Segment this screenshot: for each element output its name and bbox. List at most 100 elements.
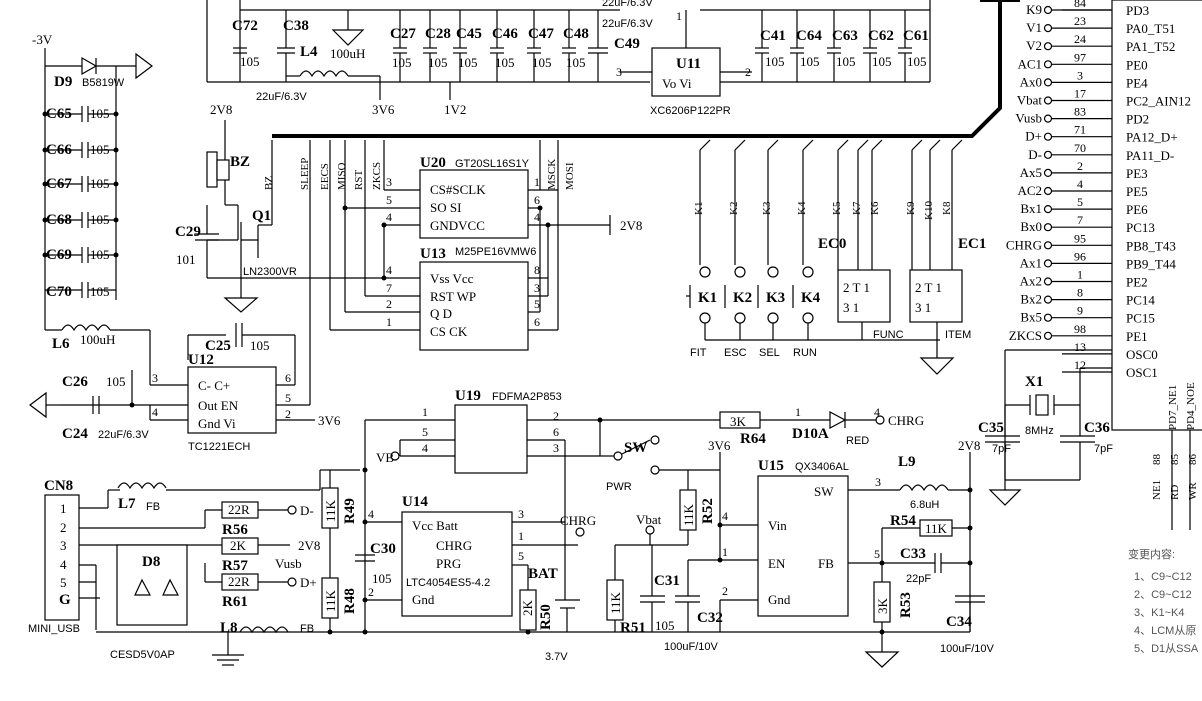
key-esc-label: ESC (724, 347, 747, 359)
key-switches (686, 266, 940, 341)
u12-pin3: 3 (152, 371, 158, 385)
cap-c47: C47 (528, 26, 554, 42)
key-run-label: RUN (793, 347, 817, 359)
cap-c28: C28 (425, 26, 451, 42)
left-region (29, 48, 188, 419)
net-k7: K7 (851, 201, 863, 215)
mcu-pd4: PD4_NOE (1185, 382, 1197, 430)
u14-part: LTC4054ES5-4.2 (406, 577, 490, 589)
mcu-signal-name: PE5 (1126, 184, 1148, 199)
net-k6: K6 (869, 201, 881, 215)
l6-ref: L6 (52, 336, 70, 352)
cap-c41: C41 (760, 28, 786, 44)
u13-row4: CS CK (430, 324, 468, 339)
cap-c63: C63 (832, 28, 858, 44)
l9-ref: L9 (898, 454, 916, 470)
key-sel-label: SEL (759, 347, 780, 359)
mcu-pin-number: 84 (1074, 0, 1086, 10)
c35-val: 7pF (992, 443, 1011, 455)
x1-ref: X1 (1025, 374, 1043, 390)
u13-row2: RST WP (430, 289, 476, 304)
ec1-label: ITEM (945, 329, 971, 341)
c29-val: 101 (176, 252, 196, 267)
note-3: 3、K1~K4 (1134, 607, 1184, 619)
mcu-signal-name: PE0 (1126, 57, 1148, 72)
u14-pin4: 4 (368, 507, 374, 521)
mcu-net-label: Bx2 (1020, 292, 1042, 307)
cap-c66-val: 105 (90, 142, 110, 157)
cap-c72: C72 (232, 18, 258, 34)
u19-ref: U19 (455, 388, 481, 404)
ec1-pins: 2 T 1 (915, 280, 942, 295)
ec1-encoder (909, 269, 963, 323)
net-sleep: SLEEP (299, 158, 311, 190)
mcu-net-terminal (1043, 78, 1053, 87)
u14-pin1: 1 (518, 529, 524, 543)
r57-val: 2K (230, 538, 247, 553)
cn8-part: MINI_USB (28, 623, 80, 635)
r57-resistor (221, 537, 259, 555)
cap-c64: C64 (796, 28, 822, 44)
u19-pin5: 5 (422, 425, 428, 439)
u20-pin6: 6 (534, 193, 540, 207)
c29-ref: C29 (175, 224, 201, 240)
u13-ref: U13 (420, 246, 446, 262)
ec1-pins2: 3 1 (915, 300, 931, 315)
mcu-net-label: Ax2 (1020, 274, 1042, 289)
cap-c69: C69 (46, 247, 72, 263)
mcu-pin-number: 8 (1077, 286, 1083, 300)
mcu-signal-name: PB9_T44 (1126, 256, 1176, 271)
l4-ref: L4 (300, 44, 318, 60)
u15-body (757, 475, 849, 617)
u12-part: TC1221ECH (188, 441, 250, 453)
c24-val: 22uF/6.3V (98, 429, 149, 441)
c31-ref: C31 (654, 573, 680, 589)
d10-label: RED (846, 435, 869, 447)
mcu-net-terminal (1043, 295, 1053, 304)
r48-ref: R48 (342, 588, 358, 614)
mcu-net-label: Vbat (1017, 93, 1043, 108)
u20-pin5: 5 (386, 193, 392, 207)
key-k2: K2 (733, 290, 752, 306)
mcu-signal-name: OSC1 (1126, 365, 1158, 380)
r51-ref: R51 (620, 620, 646, 636)
u20-pin1: 1 (534, 175, 540, 189)
mcu-signal-name: PA0_T51 (1126, 21, 1175, 36)
x1-val: 8MHz (1025, 425, 1054, 437)
u15-fb: FB (818, 556, 834, 571)
u14-row1: Vcc Batt (412, 518, 458, 533)
net-k3: K3 (761, 201, 773, 215)
r49-val: 11K (323, 499, 338, 522)
key-k3: K3 (766, 290, 785, 306)
mcu-net-label: AC2 (1017, 183, 1042, 198)
d8-part: CESD5V0AP (110, 649, 175, 661)
net-miso: MISO (336, 162, 348, 190)
c26-ref: C26 (62, 374, 88, 390)
u20-row1: CS#SCLK (430, 182, 486, 197)
mcu-signal-name: PD2 (1126, 112, 1149, 127)
u19-pin2: 2 (553, 409, 559, 423)
mcu-pin-number: 96 (1074, 249, 1086, 263)
u13-pin7: 7 (386, 281, 392, 295)
mcu-net-terminal (1043, 186, 1053, 196)
mcu-signal-name: PE2 (1126, 275, 1148, 290)
u13-pin2: 2 (386, 297, 392, 311)
mcu-net-label: Ax5 (1020, 165, 1042, 180)
sw-label: PWR (606, 481, 632, 493)
mcu-pin-number: 5 (1077, 195, 1083, 209)
r52-val: 11K (681, 503, 696, 526)
c32-val: 100uF/10V (664, 641, 718, 653)
l9-val: 6.8uH (910, 499, 939, 511)
u12-pin5: 5 (285, 391, 291, 405)
r51-val: 11K (608, 591, 623, 614)
u13-row3: Q D (430, 306, 452, 321)
cap-c48: C48 (563, 26, 589, 42)
u11-part: XC6206P122PR (650, 105, 731, 117)
r56-ref: R56 (222, 522, 248, 538)
key-k1: K1 (698, 290, 717, 306)
d10-net: CHRG (888, 413, 924, 428)
r50-val: 2K (520, 600, 535, 617)
mcu-net-label: Ax0 (1020, 74, 1042, 89)
q1-ref: Q1 (252, 208, 271, 224)
bat-ref: BAT (528, 566, 558, 582)
